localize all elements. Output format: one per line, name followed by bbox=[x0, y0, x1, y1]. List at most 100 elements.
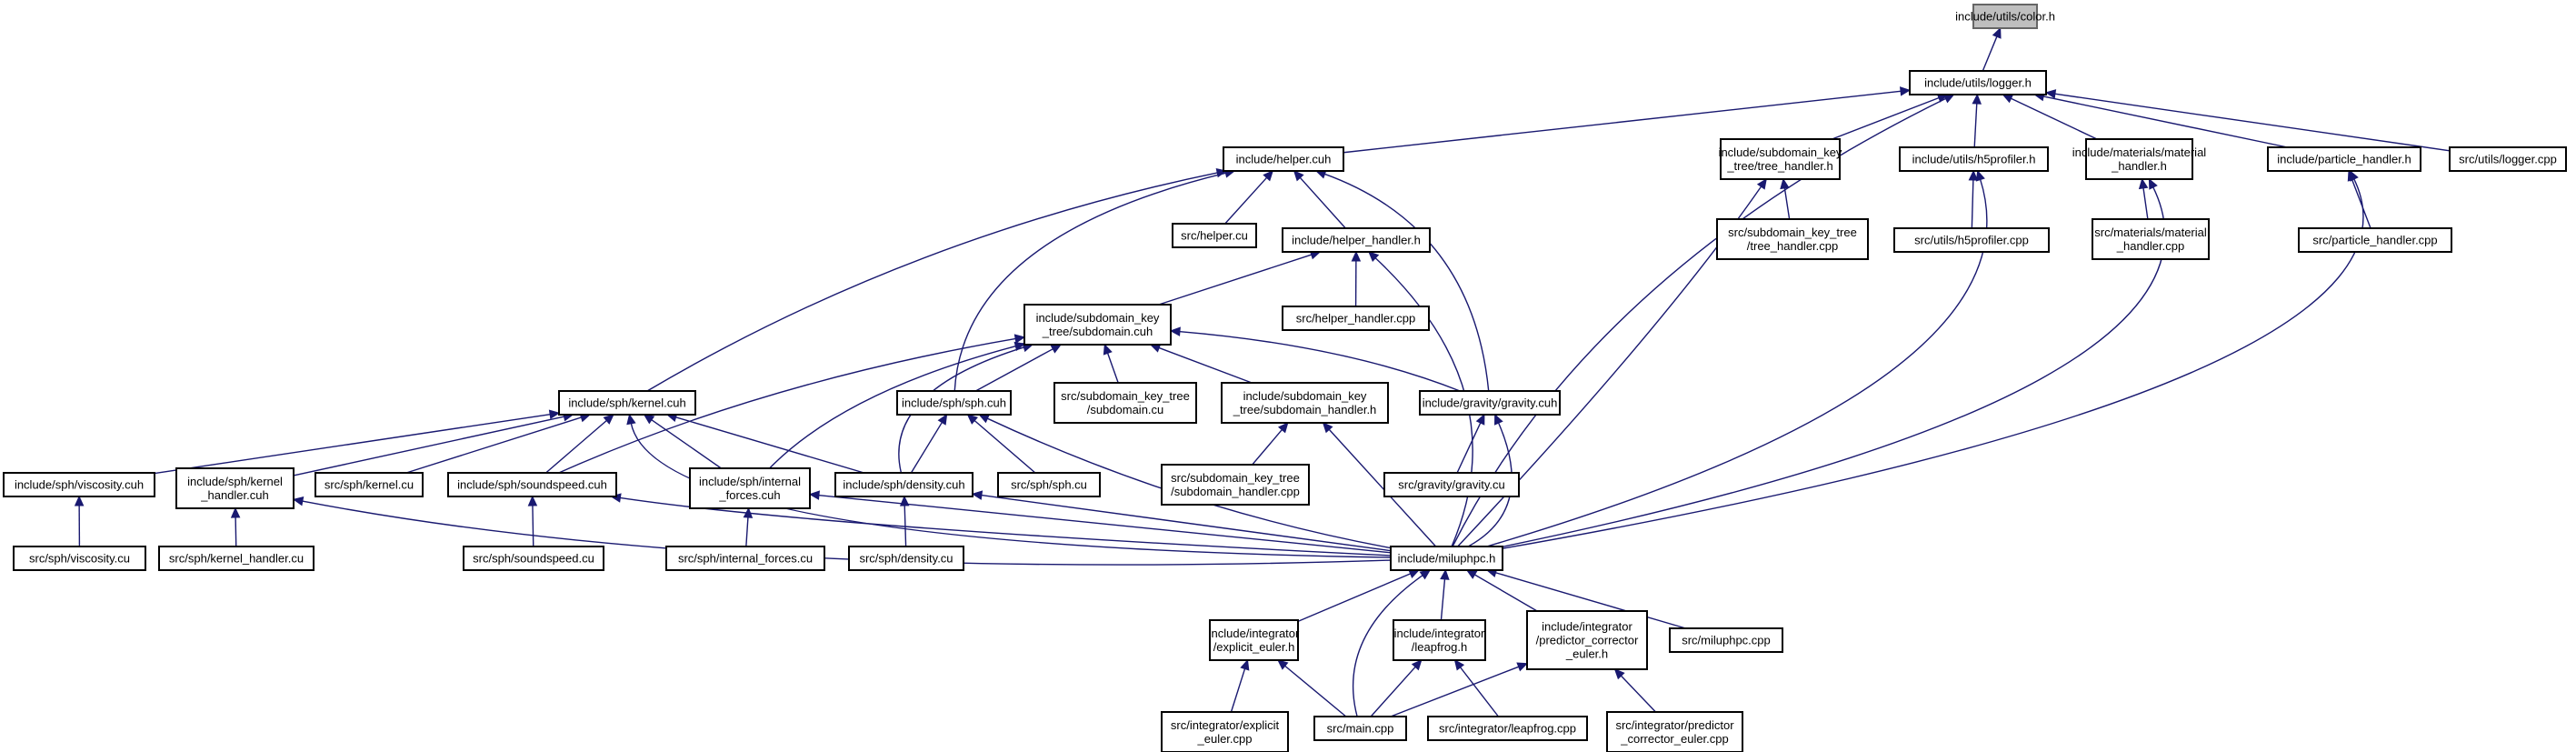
node-soundspeed-cu[interactable]: src/sph/soundspeed.cu bbox=[463, 546, 604, 571]
edge-line bbox=[532, 504, 534, 547]
edge-h5profiler-h-to-logger-h bbox=[1972, 93, 1982, 148]
node-box bbox=[463, 546, 604, 571]
node-box bbox=[834, 472, 973, 497]
node-h5profiler-h[interactable]: include/utils/h5profiler.h bbox=[1899, 146, 2049, 172]
edge-arrowhead bbox=[1756, 177, 1767, 190]
node-logger-h[interactable]: include/utils/logger.h bbox=[1909, 70, 2047, 95]
node-color-h: include/utils/color.h bbox=[1955, 4, 2055, 29]
node-kernel-cu[interactable]: src/sph/kernel.cu bbox=[315, 472, 424, 497]
node-miluphpc-cpp[interactable]: src/miluphpc.cpp bbox=[1669, 627, 1783, 653]
edge-h5profiler-cpp-to-h5profiler-h bbox=[1968, 169, 1979, 229]
edge-arrowhead bbox=[548, 409, 561, 419]
edge-line bbox=[1620, 675, 1656, 713]
edge-arrowhead bbox=[2148, 177, 2158, 190]
node-label: include/utils/h5profiler.h bbox=[1912, 153, 2036, 166]
edge-arrowhead bbox=[899, 495, 910, 506]
node-particle-handler-cpp[interactable]: src/particle_handler.cpp bbox=[2298, 227, 2452, 253]
edge-miluphpc-h-to-kernel-cuh bbox=[626, 413, 1392, 558]
node-explicit-euler-h[interactable]: include/integrator/explicit_euler.h bbox=[1209, 619, 1300, 661]
edge-line bbox=[2010, 97, 2098, 140]
edge-pc-euler-h-to-miluphpc-h bbox=[1465, 569, 1538, 612]
node-subdomain-cuh[interactable]: include/subdomain_key_tree/subdomain.cuh bbox=[1023, 304, 1172, 346]
node-pc-euler-cpp[interactable]: src/integrator/predictor_corrector_euler… bbox=[1606, 711, 1743, 752]
node-miluphpc-h[interactable]: include/miluphpc.h bbox=[1390, 546, 1503, 571]
edge-leapfrog-cpp-to-leapfrog-h bbox=[1453, 659, 1500, 717]
edge-helper-handler-h-to-helper-cuh bbox=[1293, 170, 1346, 229]
node-sph-cu[interactable]: src/sph/sph.cu bbox=[997, 472, 1101, 497]
node-box bbox=[158, 546, 315, 571]
edge-arrowhead bbox=[1453, 659, 1465, 671]
node-material-handler-cpp[interactable]: src/materials/material_handler.cpp bbox=[2092, 218, 2210, 260]
edge-arrowhead bbox=[1419, 569, 1432, 580]
edge-arrowhead bbox=[643, 414, 655, 425]
edge-subdomain-cu-to-subdomain-cuh bbox=[1103, 343, 1119, 384]
edge-line bbox=[558, 337, 1017, 474]
node-helper-handler-h[interactable]: include/helper_handler.h bbox=[1282, 227, 1431, 253]
edge-line bbox=[1224, 176, 1268, 225]
node-label: include/subdomain_key bbox=[1036, 311, 1160, 325]
edge-line bbox=[2042, 95, 2288, 148]
node-label: _euler.cpp bbox=[1197, 732, 1253, 746]
edge-line bbox=[674, 416, 864, 474]
node-kernel-handler-cuh[interactable]: include/sph/kernel_handler.cuh bbox=[175, 467, 295, 509]
node-viscosity-cuh[interactable]: include/sph/viscosity.cuh bbox=[3, 472, 155, 497]
node-tree-handler-cpp[interactable]: src/subdomain_key_tree/tree_handler.cpp bbox=[1716, 218, 1869, 260]
node-sph-cuh[interactable]: include/sph/sph.cuh bbox=[896, 390, 1012, 416]
node-tree-handler-h[interactable]: include/subdomain_key_tree/tree_handler.… bbox=[1719, 138, 1842, 180]
edge-arrowhead bbox=[1408, 569, 1420, 578]
node-leapfrog-h[interactable]: include/integrator/leapfrog.h bbox=[1393, 619, 1486, 661]
node-helper-cuh[interactable]: include/helper.cuh bbox=[1223, 146, 1344, 172]
edge-arrowhead bbox=[230, 506, 241, 518]
node-particle-handler-h[interactable]: include/particle_handler.h bbox=[2267, 146, 2421, 172]
node-subdomain-cu[interactable]: src/subdomain_key_tree/subdomain.cu bbox=[1053, 382, 1197, 424]
node-helper-handler-cpp[interactable]: src/helper_handler.cpp bbox=[1282, 306, 1430, 331]
edge-viscosity-cuh-to-kernel-cuh bbox=[154, 409, 561, 475]
node-internal-forces-cu[interactable]: src/sph/internal_forces.cu bbox=[665, 546, 825, 571]
node-pc-euler-h[interactable]: include/integrator/predictor_corrector_e… bbox=[1526, 610, 1648, 670]
node-box bbox=[1526, 610, 1648, 670]
edge-kernel-handler-cu-to-kernel-handler-cuh bbox=[230, 506, 241, 547]
node-label: include/materials/material bbox=[2072, 145, 2207, 159]
edge-arrowhead bbox=[1013, 334, 1026, 344]
edge-arrowhead bbox=[1972, 93, 1982, 105]
edge-subdomain-cuh-to-helper-handler-h bbox=[1158, 250, 1322, 306]
node-label: src/helper_handler.cpp bbox=[1296, 312, 1416, 326]
node-logger-cpp[interactable]: src/utils/logger.cpp bbox=[2449, 146, 2567, 172]
edge-kernel-cuh-to-helper-cuh bbox=[646, 167, 1228, 392]
edge-arrowhead bbox=[1013, 341, 1026, 351]
edge-line bbox=[650, 418, 722, 469]
edge-line bbox=[293, 416, 565, 476]
node-gravity-cu[interactable]: src/gravity/gravity.cu bbox=[1383, 472, 1520, 497]
node-h5profiler-cpp[interactable]: src/utils/h5profiler.cpp bbox=[1893, 227, 2050, 253]
node-gravity-cuh[interactable]: include/gravity/gravity.cuh bbox=[1419, 390, 1561, 416]
node-subdomain-handler-cpp[interactable]: src/subdomain_key_tree/subdomain_handler… bbox=[1161, 464, 1310, 506]
node-layer: include/utils/color.h include/utils/logge… bbox=[3, 4, 2567, 752]
edge-line bbox=[2142, 186, 2149, 220]
edge-arrowhead bbox=[1240, 658, 1250, 671]
node-leapfrog-cpp[interactable]: src/integrator/leapfrog.cpp bbox=[1427, 716, 1588, 741]
edge-helper-cuh-to-logger-h bbox=[1343, 86, 1912, 154]
node-density-cuh[interactable]: include/sph/density.cuh bbox=[834, 472, 973, 497]
node-viscosity-cu[interactable]: src/sph/viscosity.cu bbox=[13, 546, 146, 571]
edge-explicit-euler-h-to-miluphpc-h bbox=[1297, 569, 1420, 623]
node-main-cpp[interactable]: src/main.cpp bbox=[1313, 716, 1407, 741]
edge-line bbox=[817, 494, 1392, 554]
node-density-cu[interactable]: src/sph/density.cu bbox=[848, 546, 964, 571]
node-helper-cu[interactable]: src/helper.cu bbox=[1172, 223, 1257, 248]
edge-gravity-cuh-to-helper-cuh bbox=[1314, 169, 1490, 392]
node-explicit-euler-cpp[interactable]: src/integrator/explicit_euler.cpp bbox=[1161, 711, 1289, 752]
node-box bbox=[1221, 382, 1389, 424]
node-internal-forces-cuh[interactable]: include/sph/internal_forces.cuh bbox=[689, 467, 811, 509]
node-subdomain-handler-h[interactable]: include/subdomain_key_tree/subdomain_han… bbox=[1221, 382, 1389, 424]
edge-line bbox=[1106, 352, 1119, 384]
node-label: src/subdomain_key_tree bbox=[1728, 226, 1857, 239]
node-kernel-cuh[interactable]: include/sph/kernel.cuh bbox=[558, 390, 696, 416]
node-material-handler-h[interactable]: include/materials/material_handler.h bbox=[2072, 138, 2207, 180]
edge-arrowhead bbox=[2002, 94, 2014, 104]
edge-internal-forces-cuh-to-kernel-cuh bbox=[643, 414, 722, 469]
node-kernel-handler-cu[interactable]: src/sph/kernel_handler.cu bbox=[158, 546, 315, 571]
node-label: include/particle_handler.h bbox=[2277, 153, 2411, 166]
node-label: src/helper.cu bbox=[1181, 229, 1248, 243]
node-soundspeed-cuh[interactable]: include/sph/soundspeed.cuh bbox=[447, 472, 617, 497]
node-label: include/miluphpc.h bbox=[1398, 552, 1496, 566]
